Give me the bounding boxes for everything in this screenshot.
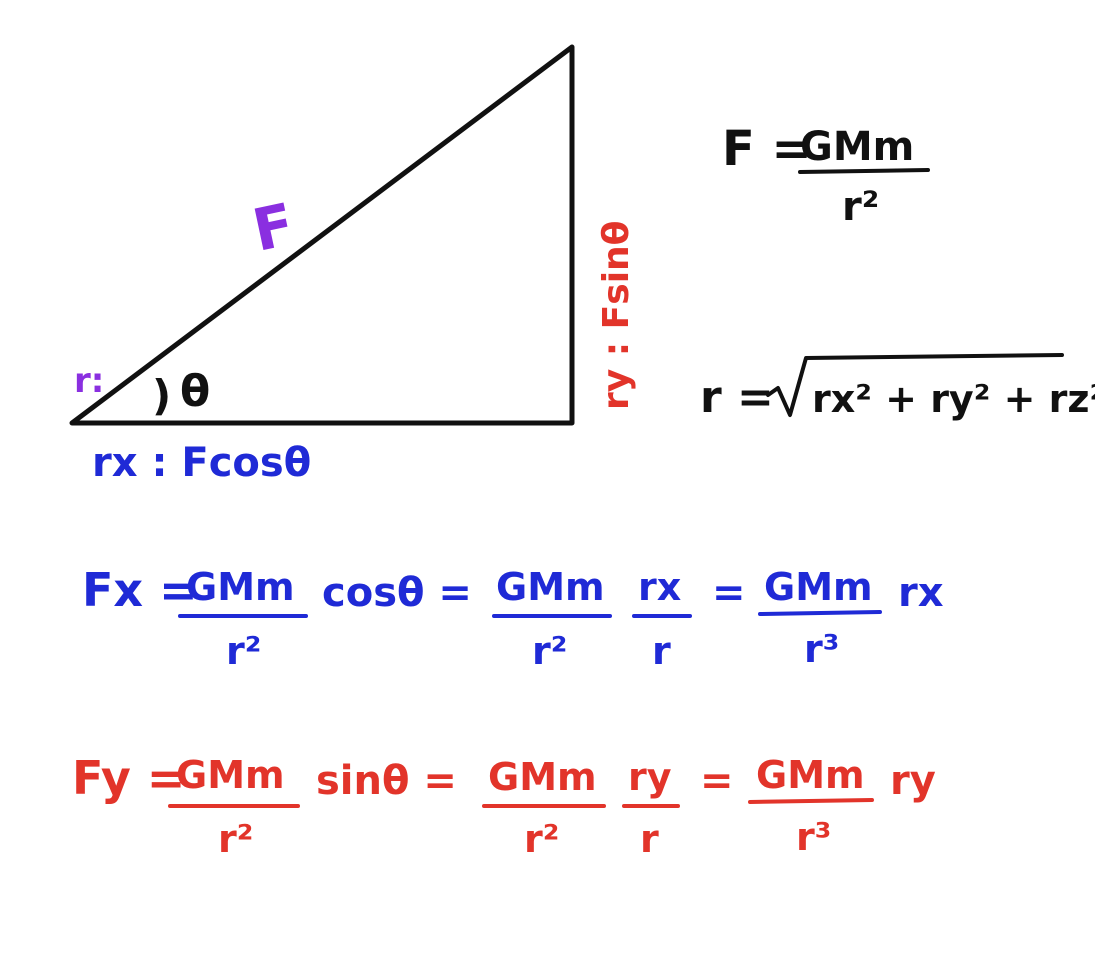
fy-num1: GMm	[176, 753, 285, 797]
fy-num3: ry	[628, 755, 672, 799]
fx-mid: cosθ =	[322, 570, 472, 616]
fx-num2: GMm	[496, 565, 605, 609]
fy-den3: r	[640, 817, 659, 861]
fy-num2: GMm	[488, 755, 597, 799]
base-label: rx : Fcosθ	[92, 440, 311, 486]
fx-tail: rx	[898, 570, 944, 616]
right-triangle	[69, 44, 575, 426]
magnitude-formula: r = rx² + ry² + rz²	[700, 353, 1095, 423]
fy-den2: r²	[524, 817, 559, 861]
fx-lhs: Fx =	[82, 563, 198, 617]
fx-num1: GMm	[186, 565, 295, 609]
angle-arc: )	[152, 371, 171, 420]
fy-equation: Fy = GMm r² sinθ = GMm r² ry r = GMm r³ …	[72, 751, 936, 861]
fx-num4: GMm	[764, 565, 873, 609]
gravity-denominator: r²	[842, 184, 879, 230]
fx-equation: Fx = GMm r² cosθ = GMm r² rx r = GMm r³ …	[82, 563, 944, 673]
fx-num3: rx	[638, 565, 681, 609]
fx-eq: =	[712, 570, 746, 616]
fy-num4: GMm	[756, 753, 865, 797]
gravity-numerator: GMm	[800, 124, 914, 170]
corner-label: r:	[74, 361, 104, 401]
fx-den1: r²	[226, 629, 261, 673]
fy-den4: r³	[796, 815, 831, 859]
gravity-fraction-bar	[798, 168, 930, 174]
gravity-formula: F = GMm r²	[722, 121, 930, 230]
vertical-label: ry : Fsinθ	[596, 221, 637, 410]
fy-lhs: Fy =	[72, 751, 185, 805]
fx-den2: r²	[532, 629, 567, 673]
magnitude-lhs: r =	[700, 372, 774, 423]
gravity-lhs: F =	[722, 121, 812, 177]
fy-tail: ry	[890, 758, 936, 804]
fy-bar4	[748, 798, 874, 804]
fy-eq: =	[700, 758, 734, 804]
fy-den1: r²	[218, 817, 253, 861]
fx-den3: r	[652, 629, 671, 673]
sqrt-sign	[766, 353, 1064, 417]
angle-label: θ	[180, 366, 210, 417]
fy-mid: sinθ =	[316, 758, 457, 804]
fx-den4: r³	[804, 627, 839, 671]
fx-bar4	[758, 610, 882, 616]
hypotenuse-label: F	[247, 190, 300, 265]
magnitude-radicand: rx² + ry² + rz²	[812, 377, 1095, 421]
